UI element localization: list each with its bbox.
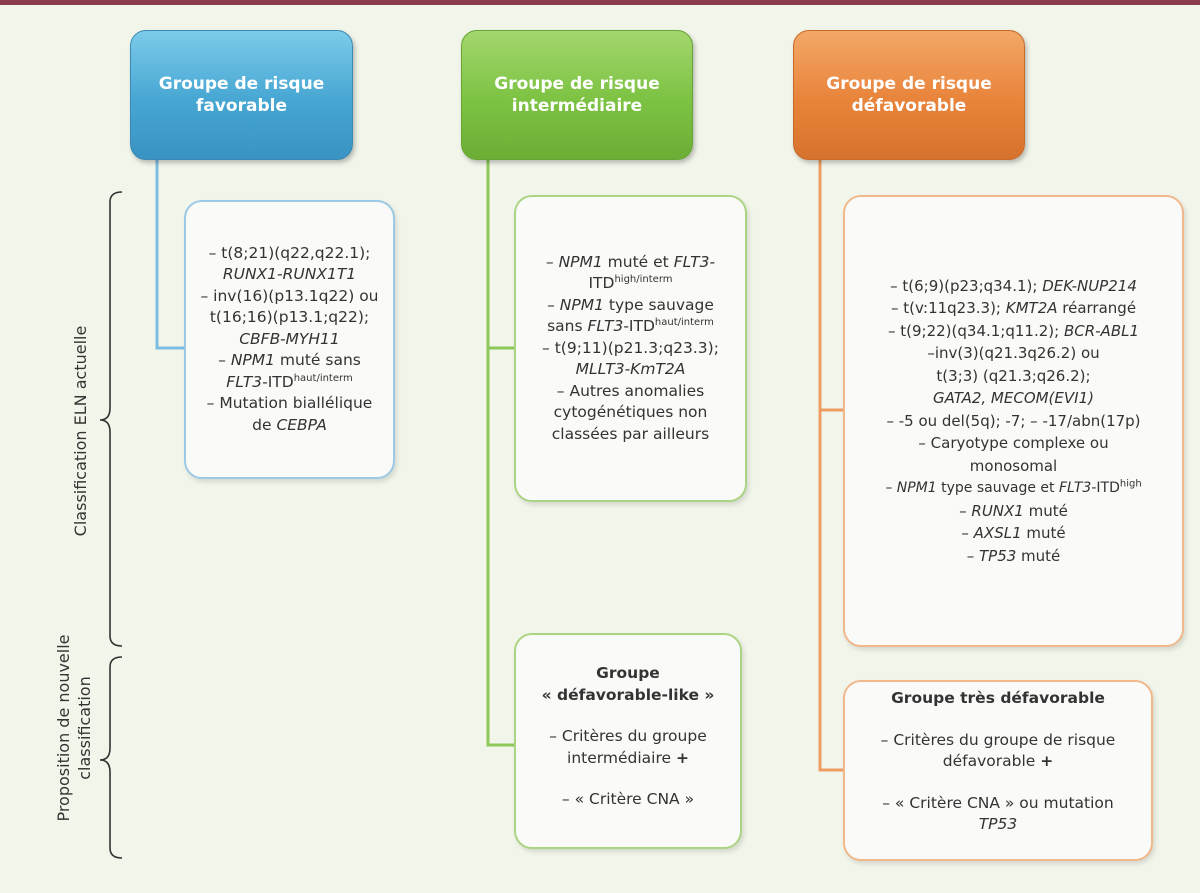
unfavorable-line: – TP53 muté [966, 546, 1061, 565]
intermediate-criteria-box: – NPM1 muté et FLT3- ITDhigh/interm – NP… [514, 195, 747, 502]
intermediate-line: MLLT3-KmT2A [575, 360, 686, 379]
favorable-line: – inv(16)(p13.1q22) ou [200, 286, 379, 305]
favorable-criteria-box: – t(8;21)(q22,q22.1); RUNX1-RUNX1T1 – in… [184, 200, 395, 479]
header-intermediate-line1: Groupe de risque [494, 74, 660, 94]
unfavorable-criteria-box: – t(6;9)(p23;q34.1); DEK-NUP214 – t(v:11… [843, 195, 1184, 647]
unfavorable-line: – AXSL1 muté [961, 524, 1066, 543]
very-unfavorable-line: TP53 [978, 815, 1018, 833]
header-unfavorable: Groupe de risque défavorable [793, 30, 1025, 160]
intermediate-line: – NPM1 muté et FLT3- [545, 252, 716, 271]
favorable-connector [155, 160, 184, 350]
unfavorable-like-line: – « Critère CNA » [561, 790, 695, 808]
favorable-line: RUNX1-RUNX1T1 [222, 265, 357, 284]
label-eln-classification: Classification ELN actuelle [71, 325, 90, 537]
intermediate-line: – t(9;11)(p21.3;q23.3); [542, 338, 719, 357]
favorable-line: FLT3-ITDhaut/interm [226, 372, 353, 391]
header-intermediate: Groupe de risque intermédiaire [461, 30, 693, 160]
very-unfavorable-line: défavorable + [942, 752, 1054, 770]
brace-eln [99, 191, 123, 647]
favorable-line: CBFB-MYH11 [239, 329, 340, 348]
intermediate-line: cytogénétiques non [553, 403, 708, 422]
very-unfavorable-box: Groupe très défavorable – Critères du gr… [843, 680, 1153, 861]
unfavorable-like-line: intermédiaire + [567, 748, 689, 767]
favorable-line: – NPM1 muté sans [218, 351, 361, 370]
header-favorable: Groupe de risque favorable [130, 30, 353, 160]
intermediate-connector [486, 160, 514, 747]
unfavorable-line: – NPM1 type sauvage et FLT3-ITDhigh [885, 478, 1142, 497]
very-unfavorable-title: Groupe très défavorable [891, 689, 1105, 707]
unfavorable-connector [818, 160, 843, 772]
favorable-line: – Mutation biallélique [206, 394, 373, 413]
header-favorable-line2: favorable [195, 96, 287, 116]
intermediate-line: sans FLT3-ITDhaut/interm [547, 317, 714, 336]
header-favorable-line1: Groupe de risque [158, 74, 325, 94]
unfavorable-line: –inv(3)(q21.3q26.2) ou [927, 344, 1100, 363]
unfavorable-line: – -5 ou del(5q); -7; – -17/abn(17p) [886, 411, 1141, 430]
unfavorable-line: – t(v:11q23.3); KMT2A réarrangé [890, 299, 1137, 318]
unfavorable-like-title: Groupe [596, 664, 660, 682]
intermediate-line: classées par ailleurs [551, 424, 710, 443]
favorable-line: de CEBPA [252, 415, 327, 434]
favorable-line: t(16;16)(p13.1;q22); [209, 308, 370, 327]
very-unfavorable-line: – Critères du groupe de risque [880, 730, 1116, 749]
unfavorable-like-line: – Critères du groupe [549, 727, 707, 745]
intermediate-line: ITDhigh/interm [588, 274, 673, 293]
unfavorable-line: – t(9;22)(q34.1;q11.2); BCR-ABL1 [887, 321, 1140, 340]
label-new-classification: Proposition de nouvelle classification [54, 634, 94, 822]
header-unfavorable-line2: défavorable [851, 96, 967, 116]
intermediate-line: – NPM1 type sauvage [547, 295, 714, 314]
unfavorable-line: monosomal [969, 456, 1058, 475]
unfavorable-like-box: Groupe « défavorable-like » – Critères d… [514, 633, 742, 849]
top-bar [0, 0, 1200, 5]
very-unfavorable-line: – « Critère CNA » ou mutation [882, 793, 1114, 812]
intermediate-line: – Autres anomalies [556, 381, 705, 400]
unfavorable-like-title: « défavorable-like » [541, 685, 715, 704]
unfavorable-line: – Caryotype complexe ou [918, 434, 1109, 453]
header-intermediate-line2: intermédiaire [511, 96, 643, 116]
brace-proposal [99, 656, 123, 859]
unfavorable-line: – RUNX1 muté [959, 501, 1068, 520]
unfavorable-line: GATA2, MECOM(EVI1) [933, 389, 1094, 408]
header-unfavorable-line1: Groupe de risque [826, 74, 992, 94]
unfavorable-line: t(3;3) (q21.3;q26.2); [936, 366, 1091, 385]
favorable-line: – t(8;21)(q22,q22.1); [208, 243, 371, 262]
unfavorable-line: – t(6;9)(p23;q34.1); DEK-NUP214 [890, 276, 1137, 295]
